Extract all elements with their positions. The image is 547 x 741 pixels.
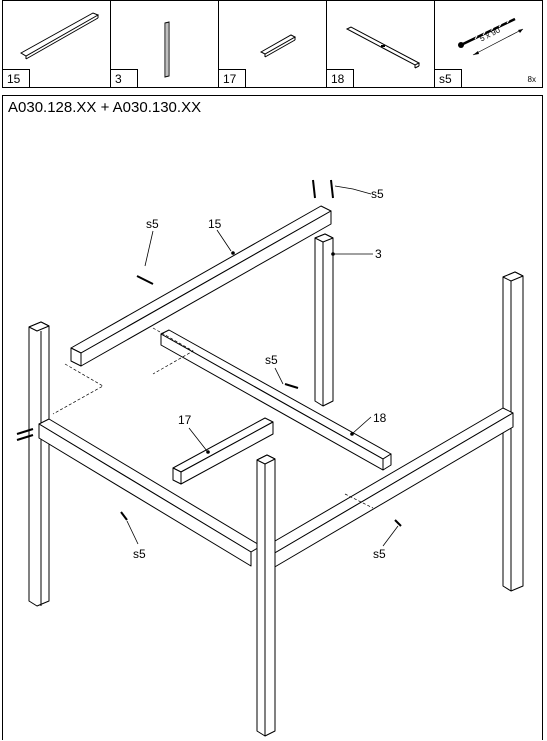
long-beam-icon	[20, 12, 100, 60]
screw-icon	[136, 275, 154, 285]
screw-icon	[458, 17, 524, 56]
label-part-3: 3	[375, 247, 382, 261]
leader-s5-bl	[126, 520, 139, 545]
hidden-joint	[152, 327, 194, 375]
part-cell-18: 18	[326, 1, 435, 88]
beam-front-right-top	[262, 407, 514, 555]
hidden-joint	[344, 493, 374, 509]
beam-15-top	[70, 205, 332, 354]
screw-icon	[120, 511, 128, 521]
part-cell-3: 3	[110, 1, 219, 88]
assembly-diagram: s5 s5 15 3 s5 18 17 s5 s5	[16, 179, 524, 737]
post-front	[256, 454, 276, 737]
label-s5: s5	[373, 547, 386, 561]
part-cell-15: 15	[2, 1, 111, 88]
leader-18	[352, 416, 372, 434]
label-part-17: 17	[178, 413, 192, 427]
beam-15-side	[80, 210, 332, 367]
screws	[16, 179, 402, 527]
leader-s5-mid	[274, 367, 284, 385]
label-part-15: 15	[208, 217, 222, 231]
part-number: 18	[326, 69, 354, 88]
beam-18-top	[160, 329, 392, 460]
label-s5: s5	[371, 187, 384, 201]
quantity-label: 8x	[527, 75, 536, 84]
post-back-left	[28, 321, 50, 607]
leader-15	[216, 229, 232, 252]
screw-icon	[312, 179, 316, 199]
post-top	[28, 321, 50, 332]
part-cell-s5: 5 x 90 s5 8x	[434, 1, 542, 88]
post-top	[256, 454, 276, 465]
assembly-panel: s5 s5 15 3 s5 18 17 s5 s5 A030.128.XX + …	[2, 95, 543, 740]
parts-list: 15 3 17 18	[2, 0, 543, 88]
part-number: 15	[2, 69, 30, 88]
label-s5: s5	[133, 547, 146, 561]
label-s5: s5	[265, 353, 278, 367]
screw-icon	[16, 434, 34, 441]
post-top	[502, 271, 524, 282]
screw-icon	[394, 519, 402, 527]
beam-18-end	[382, 453, 392, 471]
leader-s5-br	[382, 525, 399, 547]
leader-s5-top	[334, 185, 372, 195]
post-top	[314, 233, 334, 243]
screw-icon	[16, 428, 34, 435]
part-number: s5	[434, 69, 462, 88]
hidden-joint	[52, 363, 104, 415]
label-part-18: 18	[373, 411, 387, 425]
part-number: 17	[218, 69, 246, 88]
part-number: 3	[110, 69, 138, 88]
beam-15-end	[70, 347, 82, 367]
label-s5: s5	[146, 217, 159, 231]
leader-17	[188, 427, 208, 452]
beam-front-left-side	[38, 423, 252, 567]
post-icon	[164, 21, 170, 78]
slotted-beam-icon	[345, 26, 421, 69]
screw-icon	[330, 179, 334, 199]
screw-icon	[284, 383, 299, 389]
beam-17-side	[180, 421, 274, 485]
post-3	[314, 233, 334, 407]
beam-front-right-side	[272, 412, 514, 569]
page-title: A030.128.XX + A030.130.XX	[8, 99, 202, 116]
short-beam-icon	[259, 34, 297, 58]
leader-s5-left	[144, 230, 154, 267]
part-cell-17: 17	[218, 1, 327, 88]
